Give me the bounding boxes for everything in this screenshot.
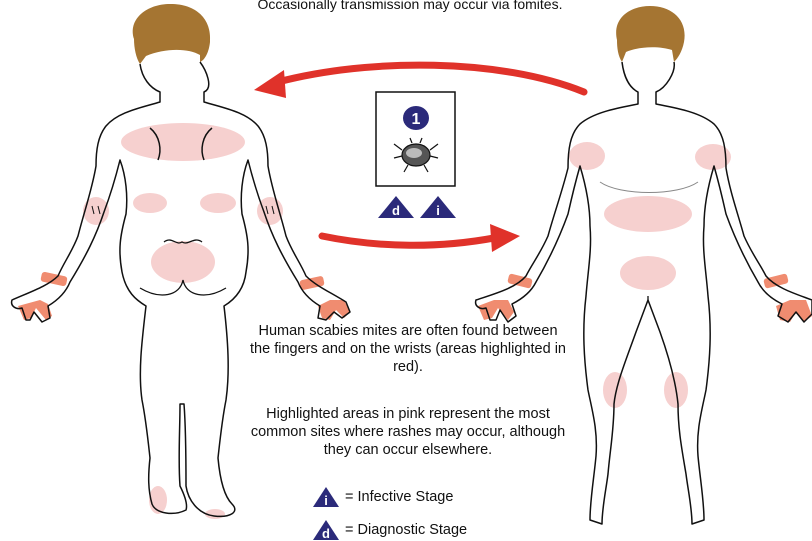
legend-infective-stage: i = Infective Stage [311,486,453,508]
rash-left-knee [603,372,627,408]
red-front-left-fingers [478,300,514,320]
rash-buttocks [151,241,215,283]
red-right-wrist [299,276,325,291]
rash-genital [620,256,676,290]
diagnostic-stage-icon: d [311,519,341,541]
back-buttocks-line [140,280,226,295]
legend-diagnostic-label: = Diagnostic Stage [345,522,467,538]
top-caption: Occasionally transmission may occur via … [150,0,670,12]
stage-badges: d i [378,196,456,218]
arrow-to-right-head [490,224,520,252]
rash-waist [604,196,692,232]
back-rash-areas [83,123,283,519]
front-torso-line [600,182,698,193]
svg-text:d: d [322,526,330,541]
svg-text:i: i [324,493,328,508]
legend-diagnostic-stage: d = Diagnostic Stage [311,519,467,541]
front-hair [616,6,684,62]
rash-shoulder-blades [121,123,245,161]
red-right-fingers [318,300,350,320]
legend-infective-label: = Infective Stage [345,489,453,505]
diagnostic-badge-letter: d [392,203,400,218]
rash-left-waist [133,193,167,213]
arrow-to-right-body [322,236,494,245]
infective-stage-icon: i [311,486,341,508]
rash-right-waist [200,193,236,213]
rash-left-armpit [569,142,605,170]
arrow-to-left-head [254,70,286,98]
stage-number: 1 [412,111,421,128]
red-front-right-wrist [763,273,789,289]
arrow-to-left-body [278,65,584,92]
back-hair [133,4,210,64]
mite-stage-box: 1 [376,92,455,186]
infective-badge-letter: i [436,203,440,218]
rash-sites-paragraph: Highlighted areas in pink represent the … [248,405,568,459]
mite-location-paragraph: Human scabies mites are often found betw… [248,322,568,376]
